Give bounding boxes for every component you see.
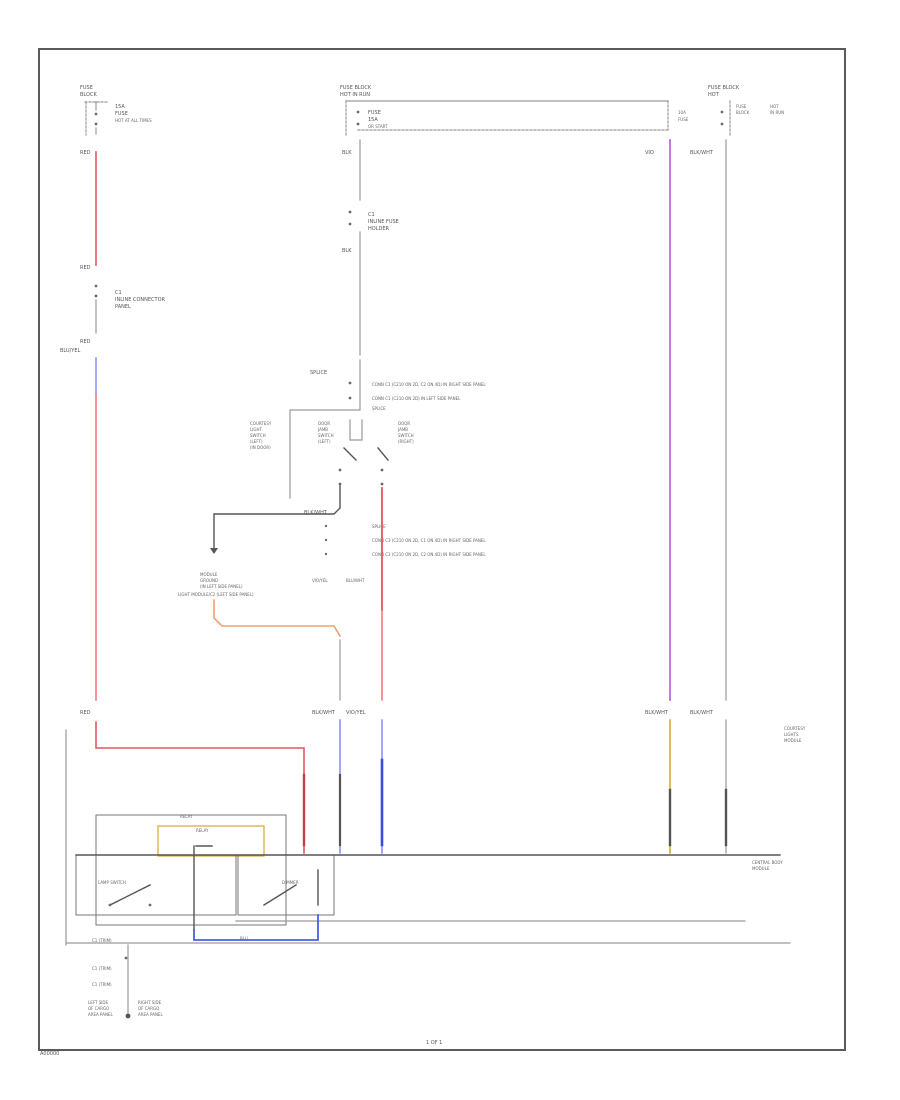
svg-text:HOT IN RUN: HOT IN RUN (340, 92, 370, 98)
svg-text:SPLICE: SPLICE (310, 370, 327, 376)
svg-text:BLK/WHT: BLK/WHT (645, 710, 669, 716)
svg-text:C1 (TRIM): C1 (TRIM) (92, 938, 112, 943)
svg-text:BLU: BLU (240, 936, 248, 941)
svg-text:DOOR: DOOR (398, 421, 410, 426)
svg-text:CONN C3 (C210 ON 2D, C2 ON 4D): CONN C3 (C210 ON 2D, C2 ON 4D) IN RIGHT … (372, 552, 486, 557)
svg-text:(IN DOOR): (IN DOOR) (250, 445, 271, 450)
svg-text:COURTESY: COURTESY (250, 421, 272, 426)
svg-text:INLINE CONNECTOR: INLINE CONNECTOR (115, 297, 166, 303)
svg-text:FUSE BLOCK: FUSE BLOCK (708, 85, 740, 91)
svg-text:JAMB: JAMB (317, 427, 328, 432)
svg-text:FUSE: FUSE (736, 104, 747, 109)
svg-text:C1: C1 (368, 212, 375, 218)
svg-text:HOLDER: HOLDER (368, 226, 389, 232)
svg-text:VIO/YEL: VIO/YEL (312, 578, 328, 583)
svg-text:VIO: VIO (645, 150, 654, 156)
svg-text:(RIGHT): (RIGHT) (398, 439, 414, 444)
svg-text:15A: 15A (368, 117, 378, 123)
ground-connector: C1 (TRIM) C1 (TRIM) C1 (TRIM) LEFT SIDE … (88, 938, 163, 1019)
svg-text:15A: 15A (115, 104, 125, 110)
svg-text:FUSE: FUSE (115, 111, 128, 117)
svg-text:VIO/YEL: VIO/YEL (346, 710, 366, 716)
svg-text:BLOCK: BLOCK (736, 110, 750, 115)
module-note: COURTESY LIGHTS MODULE (784, 726, 806, 743)
svg-text:SWITCH: SWITCH (250, 433, 266, 438)
svg-text:CENTRAL BODY: CENTRAL BODY (752, 860, 783, 865)
svg-text:10A: 10A (678, 110, 686, 115)
svg-text:(LEFT): (LEFT) (318, 439, 331, 444)
svg-text:INLINE FUSE: INLINE FUSE (368, 219, 399, 225)
svg-text:LEFT SIDE: LEFT SIDE (88, 1000, 109, 1005)
svg-text:OF CARGO: OF CARGO (138, 1006, 159, 1011)
svg-text:(LEFT): (LEFT) (250, 439, 263, 444)
svg-text:RIGHT SIDE: RIGHT SIDE (138, 1000, 162, 1005)
svg-text:DIMMER: DIMMER (282, 880, 299, 885)
svg-text:PANEL: PANEL (115, 304, 131, 310)
svg-text:HOT: HOT (708, 92, 720, 98)
svg-text:BLK/WHT: BLK/WHT (690, 710, 714, 716)
svg-text:CONN C1 (C210 ON 2D) IN LEFT S: CONN C1 (C210 ON 2D) IN LEFT SIDE PANEL (372, 396, 461, 401)
svg-text:FUSE: FUSE (368, 110, 381, 116)
svg-text:BLK/WHT: BLK/WHT (304, 510, 328, 516)
svg-text:LIGHTS: LIGHTS (784, 732, 799, 737)
door-jamb-switch-right: DOOR JAMB SWITCH (RIGHT) (397, 421, 414, 444)
svg-text:BLK/WHT: BLK/WHT (690, 150, 714, 156)
svg-text:JAMB: JAMB (397, 427, 408, 432)
svg-text:LAMP SWITCH: LAMP SWITCH (98, 880, 126, 885)
svg-text:SPLICE: SPLICE (372, 524, 386, 529)
svg-text:BLK: BLK (342, 248, 352, 254)
lighting-module: RELAY RELAY LAMP SWITCH DIMMER CENTRAL B… (65, 729, 791, 946)
svg-text:OR START: OR START (368, 124, 388, 129)
svg-text:COURTESY: COURTESY (784, 726, 806, 731)
svg-text:SWITCH: SWITCH (318, 433, 334, 438)
diagram-frame (38, 48, 846, 1051)
svg-text:MODULE: MODULE (784, 738, 802, 743)
svg-text:BLU/YEL: BLU/YEL (60, 348, 81, 354)
svg-text:RED: RED (80, 150, 91, 156)
svg-text:FUSE BLOCK: FUSE BLOCK (340, 85, 372, 91)
courtesy-switch-left: COURTESY LIGHT SWITCH (LEFT) (IN DOOR) (250, 421, 272, 450)
svg-text:BLU/WHT: BLU/WHT (346, 578, 365, 583)
svg-text:BLK/WHT: BLK/WHT (312, 710, 336, 716)
fuse-block-right: FUSE BLOCK HOT 10A FUSE FUSE BLOCK HOT I… (645, 85, 784, 156)
fuse-block-center: FUSE BLOCK HOT IN RUN FUSE 15A OR START … (340, 85, 669, 156)
svg-text:RED: RED (80, 265, 91, 271)
svg-text:SWITCH: SWITCH (398, 433, 414, 438)
svg-text:MODULE: MODULE (200, 572, 218, 577)
svg-text:(IN LEFT SIDE PANEL): (IN LEFT SIDE PANEL) (200, 584, 243, 589)
svg-text:GROUND: GROUND (200, 578, 218, 583)
svg-text:AREA PANEL: AREA PANEL (88, 1012, 113, 1017)
svg-text:CONN C1 (C210 ON 2D, C2 ON 4D): CONN C1 (C210 ON 2D, C2 ON 4D) IN RIGHT … (372, 382, 486, 387)
corner-code: A00000 (40, 1051, 59, 1057)
svg-text:LIGHT: LIGHT (250, 427, 263, 432)
svg-text:MODULE: MODULE (752, 866, 770, 871)
svg-text:HOT: HOT (770, 104, 779, 109)
svg-text:FUSE: FUSE (80, 85, 93, 91)
svg-text:RED: RED (80, 710, 91, 716)
svg-text:SPLICE: SPLICE (372, 406, 386, 411)
page-footer: 1 OF 1 (426, 1040, 442, 1046)
svg-text:RED: RED (80, 339, 91, 345)
svg-text:OF CARGO: OF CARGO (88, 1006, 109, 1011)
svg-text:IN RUN: IN RUN (770, 110, 784, 115)
door-jamb-switch-left: DOOR JAMB SWITCH (LEFT) (317, 421, 334, 444)
fuse-block-left: FUSE BLOCK 15A FUSE HOT AT ALL TIMES RED (80, 85, 152, 156)
ground-module: MODULE GROUND (IN LEFT SIDE PANEL) LIGHT… (178, 572, 254, 597)
svg-text:C1 (TRIM): C1 (TRIM) (92, 982, 112, 987)
svg-text:BLK: BLK (342, 150, 352, 156)
svg-text:AREA PANEL: AREA PANEL (138, 1012, 163, 1017)
svg-text:FUSE: FUSE (678, 117, 689, 122)
svg-text:BLOCK: BLOCK (80, 92, 97, 98)
svg-text:C1: C1 (115, 290, 122, 296)
svg-text:RELAY: RELAY (180, 814, 193, 819)
svg-text:C1 (TRIM): C1 (TRIM) (92, 966, 112, 971)
svg-text:LIGHT MODULE/C2 (LEFT SIDE PAN: LIGHT MODULE/C2 (LEFT SIDE PANEL) (178, 592, 254, 597)
svg-text:CONN C3 (C210 ON 2D, C1 ON 4D): CONN C3 (C210 ON 2D, C1 ON 4D) IN RIGHT … (372, 538, 486, 543)
svg-text:DOOR: DOOR (318, 421, 330, 426)
svg-text:HOT AT ALL TIMES: HOT AT ALL TIMES (115, 118, 152, 123)
svg-text:RELAY: RELAY (196, 828, 209, 833)
